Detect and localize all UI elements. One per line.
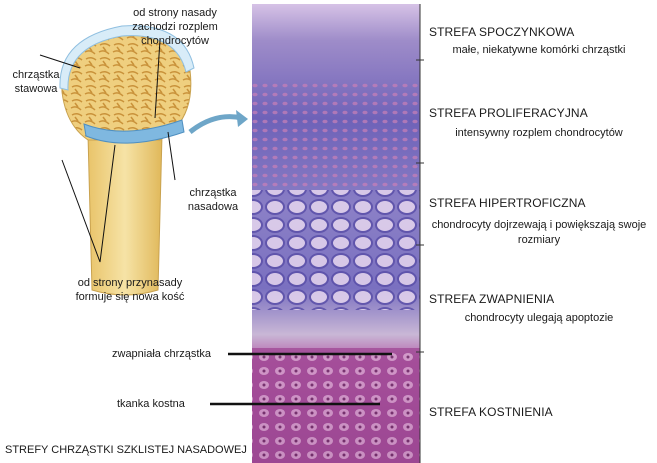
label-nasada-top: od strony nasady zachodzi rozplem chondr… — [100, 6, 250, 48]
label-calcified-cartilage: zwapniała chrząstka — [112, 347, 211, 361]
leader-epiphyseal — [168, 132, 175, 180]
label-epiphyseal: chrząstka nasadowa — [178, 186, 248, 214]
zone-desc-proliferative: intensywny rozplem chondrocytów — [425, 126, 653, 141]
zone-desc-hypertrophic: chondrocyty dojrzewają i powiększają swo… — [425, 218, 653, 248]
label-articular: chrząstka stawowa — [6, 68, 66, 96]
zone-title-ossification: STREFA KOSTNIENIA — [429, 405, 553, 420]
zone-desc-calcification: chondrocyty ulegają apoptozie — [425, 311, 653, 326]
caption: STREFY CHRZĄSTKI SZKLISTEJ NASADOWEJ — [5, 443, 247, 457]
connector-arrow — [190, 117, 242, 132]
zone-title-resting: STREFA SPOCZYNKOWA — [429, 25, 574, 40]
bone-shaft — [88, 135, 162, 295]
zone-title-hypertrophic: STREFA HIPERTROFICZNA — [429, 196, 586, 211]
zone-desc-resting: małe, niekatywne komórki chrząstki — [425, 43, 653, 58]
label-bone-tissue: tkanka kostna — [117, 397, 185, 411]
zone-title-calcification: STREFA ZWAPNIENIA — [429, 292, 554, 307]
label-metaphysis: od strony przynasady formuje się nowa ko… — [60, 276, 200, 304]
zone-title-proliferative: STREFA PROLIFERACYJNA — [429, 106, 588, 121]
